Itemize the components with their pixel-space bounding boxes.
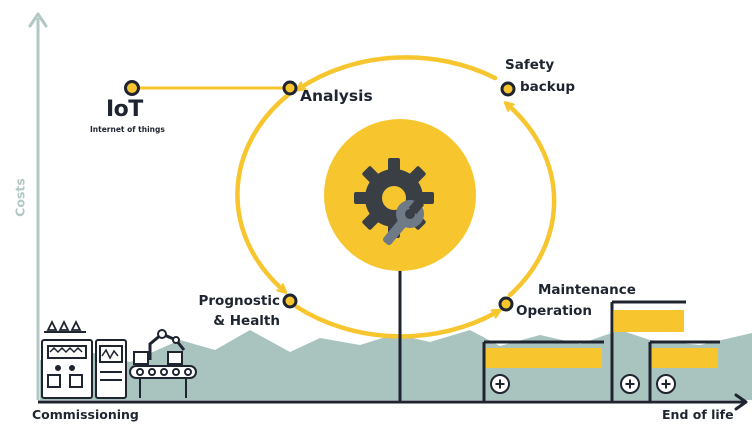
- arrow-maintenance-to-safety: [508, 105, 557, 298]
- terrain-shape: [40, 330, 752, 400]
- plus-circle-icon: [490, 374, 510, 394]
- x-axis: [38, 393, 748, 411]
- cycle-ring: [235, 55, 557, 339]
- arrow-analysis-to-prognostic: [235, 92, 291, 290]
- maintenance-label-line2: Operation: [516, 303, 593, 319]
- iot-subtitle: Internet of things: [90, 125, 165, 134]
- plus-circle-icons: [490, 374, 676, 394]
- y-axis: [28, 12, 48, 400]
- y-axis-label: Costs: [12, 178, 28, 217]
- arrow-safety-to-analysis: [300, 55, 498, 88]
- plus-circle-icon: [620, 374, 640, 394]
- gear-wrench-icon: [324, 119, 476, 271]
- prognostic-label-line2: & Health: [213, 313, 280, 329]
- iot-title: IoT: [106, 97, 143, 122]
- arrow-prognostic-to-maintenance: [294, 304, 497, 339]
- x-axis-start-label: Commissioning: [32, 407, 139, 422]
- factory-machines-icon: [41, 319, 197, 399]
- maintenance-bars: [482, 300, 720, 402]
- node-iot: [124, 80, 140, 96]
- maintenance-label-line1: Maintenance: [538, 282, 636, 298]
- node-prognostic: [282, 293, 298, 309]
- x-axis-end-label: End of life: [662, 407, 734, 422]
- safety-label-line1: Safety: [505, 57, 555, 73]
- safety-label-line2: backup: [520, 79, 576, 95]
- prognostic-label-line1: Prognostic: [198, 293, 281, 309]
- node-safety: [500, 81, 516, 97]
- node-maintenance: [498, 296, 514, 312]
- node-dots: [124, 80, 516, 312]
- plus-circle-icon: [656, 374, 676, 394]
- analysis-label: Analysis: [300, 87, 373, 105]
- node-analysis: [282, 80, 298, 96]
